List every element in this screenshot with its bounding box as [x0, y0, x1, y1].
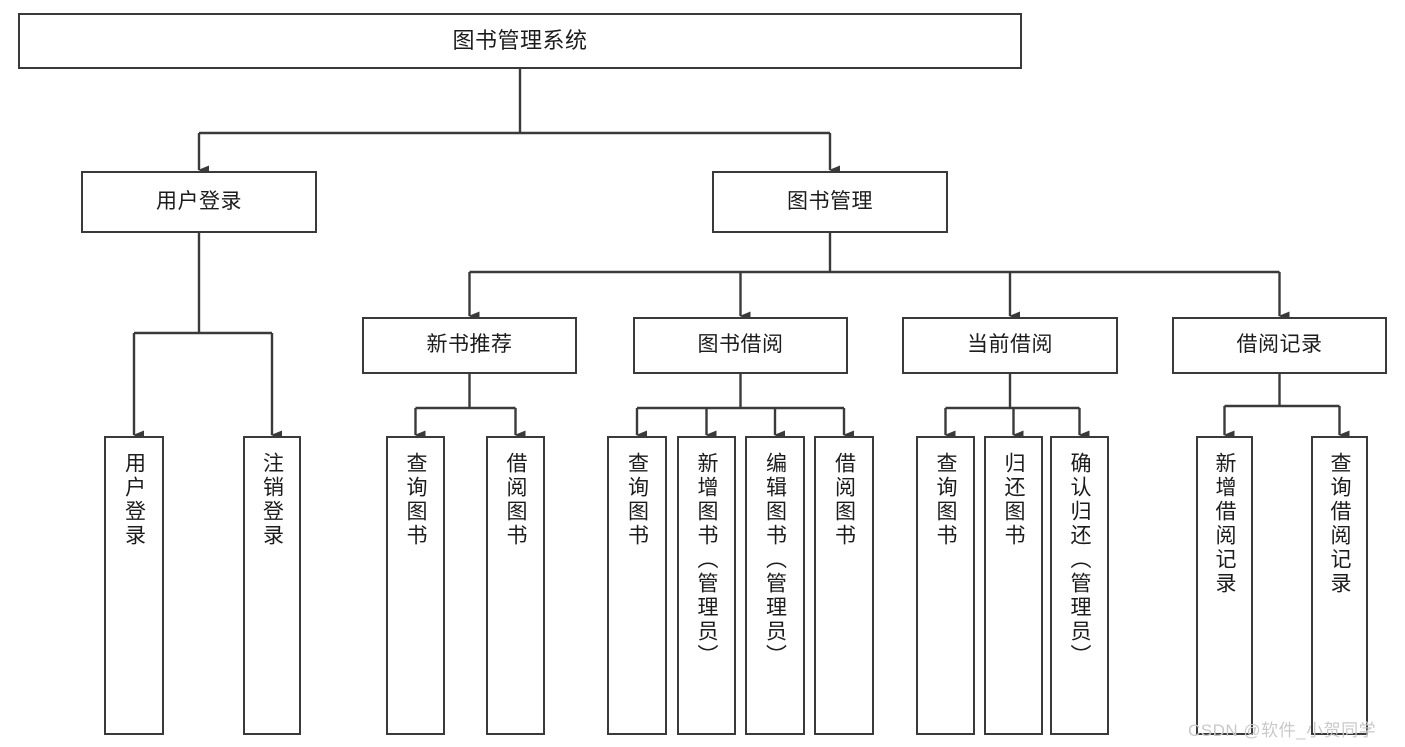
node-label: 查询图书: [404, 452, 427, 548]
node-用户登录[interactable]: 用户登录: [81, 171, 317, 233]
leaf-node-新增借阅记录[interactable]: 新增借阅记录: [1196, 436, 1253, 735]
leaf-node-归还图书[interactable]: 归还图书: [984, 436, 1043, 735]
node-label: 查询借阅记录: [1328, 452, 1351, 596]
node-label: 编辑图书（管理员）: [763, 452, 787, 668]
node-label: 图书借阅: [697, 333, 784, 357]
node-借阅记录[interactable]: 借阅记录: [1172, 317, 1387, 374]
node-label: 借阅图书: [504, 452, 527, 548]
node-label: 用户登录: [122, 452, 146, 548]
node-图书借阅[interactable]: 图书借阅: [633, 317, 848, 374]
node-label: 图书管理系统: [452, 28, 588, 54]
leaf-node-编辑图书-管理员[interactable]: 编辑图书（管理员）: [745, 436, 805, 735]
node-当前借阅[interactable]: 当前借阅: [902, 317, 1118, 374]
leaf-node-查询图书-新书推荐[interactable]: 查询图书: [386, 436, 445, 735]
node-label: 新增借阅记录: [1213, 452, 1236, 596]
node-label: 用户登录: [156, 189, 242, 213]
leaf-node-确认归还-管理员[interactable]: 确认归还（管理员）: [1050, 436, 1109, 735]
node-root-图书管理系统[interactable]: 图书管理系统: [18, 13, 1022, 69]
node-label: 新增图书（管理员）: [695, 452, 718, 668]
node-label: 查询图书: [934, 452, 957, 548]
node-label: 新书推荐: [426, 333, 513, 357]
node-label: 确认归还（管理员）: [1068, 452, 1091, 668]
leaf-node-注销登录[interactable]: 注销登录: [243, 436, 301, 735]
node-新书推荐[interactable]: 新书推荐: [362, 317, 577, 374]
node-label: 图书管理: [787, 189, 873, 213]
csdn-watermark: CSDN @软件_小贺同学: [1188, 721, 1377, 740]
leaf-node-借阅图书-新书推荐[interactable]: 借阅图书: [486, 436, 545, 735]
node-label: 归还图书: [1002, 452, 1025, 548]
leaf-node-查询借阅记录[interactable]: 查询借阅记录: [1311, 436, 1368, 735]
leaf-node-新增图书-管理员[interactable]: 新增图书（管理员）: [677, 436, 736, 735]
node-label: 查询图书: [625, 452, 649, 548]
leaf-node-查询图书-图书借阅[interactable]: 查询图书: [607, 436, 667, 735]
node-label: 借阅图书: [832, 452, 856, 548]
leaf-node-查询图书-当前借阅[interactable]: 查询图书: [916, 436, 975, 735]
node-label: 注销登录: [260, 452, 284, 548]
node-图书管理[interactable]: 图书管理: [712, 171, 948, 233]
leaf-node-借阅图书-图书借阅[interactable]: 借阅图书: [814, 436, 874, 735]
leaf-node-用户登录[interactable]: 用户登录: [104, 436, 164, 735]
node-label: 当前借阅: [967, 333, 1053, 357]
node-label: 借阅记录: [1236, 333, 1323, 357]
